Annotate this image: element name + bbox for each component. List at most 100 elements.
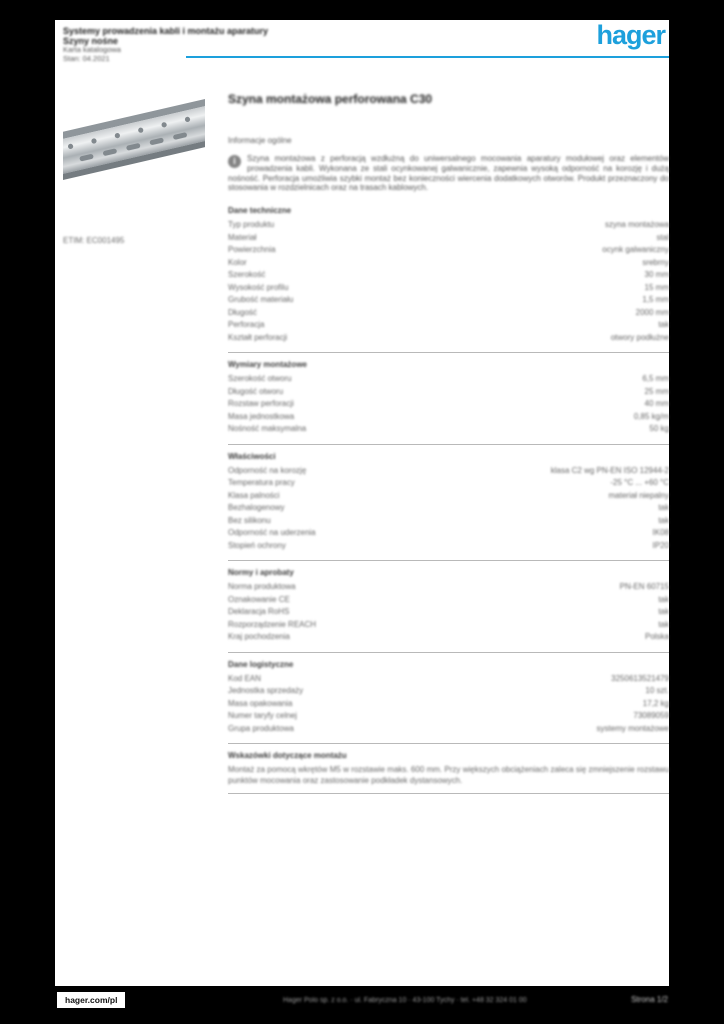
spec-value: 25 mm <box>644 386 669 396</box>
header-doc-type: Karta katalogowa <box>63 45 121 54</box>
spec-value: ocynk galwaniczny <box>602 245 669 254</box>
spec-value: srebrny <box>642 257 669 267</box>
spec-label: Klasa palności <box>228 490 280 500</box>
info-icon: i <box>228 155 241 168</box>
hager-logo: hager <box>596 20 666 50</box>
spec-value: 17,2 kg <box>642 698 669 708</box>
footer-company-info: Hager Polo sp. z o.o. · ul. Fabryczna 10… <box>283 997 527 1004</box>
spec-value: IK08 <box>652 528 669 537</box>
spec-section-header: Dane logistyczne <box>228 659 294 669</box>
spec-section-header: Właściwości <box>228 451 276 461</box>
spec-section-header: Dane techniczne <box>228 206 292 215</box>
spec-label: Masa opakowania <box>228 698 293 708</box>
spec-label: Odporność na uderzenia <box>228 528 316 537</box>
spec-label: Deklaracja RoHS <box>228 607 290 616</box>
spec-value: 10 szt. <box>645 686 669 695</box>
spec-label: Oznakowanie CE <box>228 594 290 604</box>
spec-row: Odporność na uderzenia IK08 <box>228 527 669 540</box>
document-page: Systemy prowadzenia kabli i montażu apar… <box>55 20 669 986</box>
product-description-text: Szyna montażowa z perforacją wzdłużną do… <box>228 154 669 193</box>
spec-row: Nośność maksymalna 50 kg <box>228 423 669 436</box>
spec-row: Odporność na korozję klasa C2 wg PN-EN IS… <box>228 465 669 478</box>
spec-label: Kod EAN <box>228 673 261 683</box>
spec-label: Typ produktu <box>228 220 275 229</box>
spec-value: -25 °C ... +60 °C <box>610 478 669 487</box>
spec-note: Montaż za pomocą wkrętów M5 w rozstawie … <box>228 765 669 785</box>
spec-value: materiał niepalny <box>608 490 669 500</box>
footer-band: hager.com/pl Hager Polo sp. z o.o. · ul.… <box>0 986 724 1024</box>
spec-label: Odporność na korozję <box>228 465 307 475</box>
spec-value: 3250613521479 <box>611 673 669 683</box>
side-classification-label: ETIM: EC001495 <box>63 236 125 245</box>
footer-site-link[interactable]: hager.com/pl <box>57 992 126 1008</box>
spec-value: tak <box>658 320 669 329</box>
spec-row: Temperatura pracy-25 °C ... +60 °C <box>228 477 669 490</box>
spec-label: Nośność maksymalna <box>228 424 307 433</box>
footer-page-indicator: Strona 1/2 <box>631 995 668 1004</box>
header-text-block: Systemy prowadzenia kabli i montażu apar… <box>63 26 363 63</box>
spec-label: Długość <box>228 307 257 317</box>
spec-value: systemy montażowe <box>596 723 669 733</box>
spec-label: Kolor <box>228 257 247 267</box>
spec-label: Norma produktowa <box>228 582 296 591</box>
spec-value: 73089059 <box>633 711 669 720</box>
spec-row: Klasa palności materiał niepalny <box>228 490 669 503</box>
spec-value: tak <box>658 607 669 616</box>
spec-value: 2000 mm <box>635 307 669 317</box>
product-image <box>63 94 205 188</box>
spec-value: PN-EN 60715 <box>619 582 669 591</box>
spec-value: tak <box>658 503 669 512</box>
spec-value: szyna montażowa <box>604 220 669 229</box>
spec-label: Kształt perforacji <box>228 332 288 342</box>
spec-value: tak <box>658 515 669 525</box>
spec-row: Długość otworu 25 mm <box>228 386 669 399</box>
spec-section-header: Normy i aprobaty <box>228 568 294 577</box>
spec-row: Kolor srebrny <box>228 257 669 270</box>
spec-value: klasa C2 wg PN-EN ISO 12944-2 <box>550 465 669 475</box>
spec-row: Deklaracja RoHS tak <box>228 606 669 619</box>
spec-row: Kod EAN 3250613521479 <box>228 673 669 686</box>
spec-label: Materiał <box>228 232 257 242</box>
spec-label: Masa jednostkowa <box>228 411 295 421</box>
spec-section-header: Wskazówki dotyczące montażu <box>228 751 347 760</box>
spec-label: Kraj pochodzenia <box>228 632 290 641</box>
spec-label: Długość otworu <box>228 386 284 396</box>
header-subcategory-line: Szyny nośne <box>63 36 119 46</box>
spec-row: Masa opakowania 17,2 kg <box>228 698 669 711</box>
product-intro-heading: Informacje ogólne <box>228 136 292 145</box>
header-divider-rule <box>186 56 669 58</box>
spec-label: Stopień ochrony <box>228 540 286 550</box>
product-title: Szyna montażowa perforowana C30 <box>228 92 433 106</box>
spec-label: Wysokość profilu <box>228 282 289 292</box>
header-category-line: Systemy prowadzenia kabli i montażu apar… <box>63 26 269 36</box>
spec-value: 50 kg <box>649 424 669 433</box>
spec-row: Norma produktowa PN-EN 60715 <box>228 581 669 594</box>
spec-label: Rozstaw perforacji <box>228 399 294 408</box>
spec-value: 1,5 mm <box>642 295 669 304</box>
spec-section-header: Wymiary montażowe <box>228 360 307 369</box>
spec-value: tak <box>658 619 669 629</box>
spec-value: 6,5 mm <box>642 374 669 383</box>
spec-row: Długość 2000 mm <box>228 307 669 320</box>
spec-value: 30 mm <box>644 270 669 279</box>
spec-label: Numer taryfy celnej <box>228 711 297 720</box>
